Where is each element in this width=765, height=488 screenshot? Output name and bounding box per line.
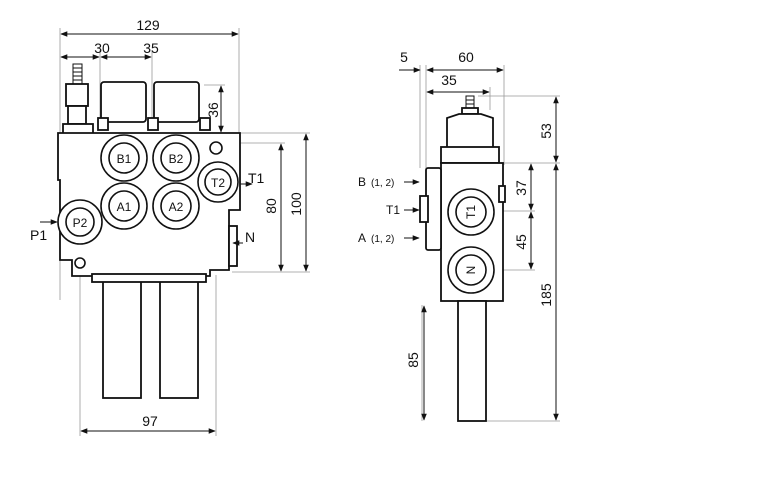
side-left-boss-inner — [419, 195, 429, 223]
side-top-screw — [461, 95, 479, 115]
mounting-hole — [74, 257, 86, 269]
dim-offset-left: 30 — [94, 40, 110, 56]
dim-lever-height: 36 — [205, 102, 221, 118]
svg-text:T1: T1 — [386, 203, 400, 217]
side-dimension-lines — [399, 67, 559, 421]
spool-housings — [91, 273, 207, 399]
dim-side-inner-width: 35 — [441, 72, 457, 88]
dim-side-height-37: 37 — [513, 180, 529, 196]
svg-text:P2: P2 — [73, 216, 88, 230]
mounting-hole — [209, 141, 223, 155]
svg-text:A: A — [358, 231, 366, 245]
svg-text:A2: A2 — [169, 200, 184, 214]
svg-text:B1: B1 — [117, 152, 132, 166]
relief-valve-cartridge — [62, 63, 94, 135]
side-top-plate — [440, 146, 500, 164]
svg-text:(1, 2): (1, 2) — [371, 178, 394, 189]
dim-side-offset: 5 — [400, 49, 408, 65]
dim-side-top-height: 53 — [538, 123, 554, 139]
svg-text:(1, 2): (1, 2) — [371, 234, 394, 245]
front-dimension-lines — [60, 31, 309, 434]
dim-body-height: 100 — [288, 192, 304, 216]
port-b2: B2 — [152, 134, 200, 182]
dim-port-spacing: 35 — [143, 40, 159, 56]
dim-side-handle-length: 85 — [405, 352, 421, 368]
label-t1: T1 — [248, 170, 265, 186]
side-label-a: A (1, 2) — [358, 231, 420, 245]
svg-text:N: N — [464, 266, 478, 275]
side-port-n: N — [447, 246, 495, 294]
port-t2: T2 — [197, 161, 239, 203]
svg-text:T1: T1 — [464, 205, 478, 219]
dim-base-width: 97 — [142, 413, 158, 429]
side-label-b: B (1, 2) — [358, 175, 420, 189]
side-label-t1: T1 — [386, 203, 420, 217]
side-right-boss — [498, 185, 506, 203]
label-n: N — [245, 229, 255, 245]
svg-text:T2: T2 — [211, 176, 225, 190]
port-b1: B1 — [100, 134, 148, 182]
dim-side-height-45: 45 — [513, 234, 529, 250]
dim-side-total-height: 185 — [538, 283, 554, 307]
port-a1: A1 — [100, 182, 148, 230]
label-p1: P1 — [30, 227, 47, 243]
front-view: 129 30 35 36 80 100 97 — [30, 17, 310, 436]
side-view: 5 60 35 53 37 45 185 85 T1 — [358, 49, 560, 422]
side-handle — [457, 300, 487, 422]
svg-text:B: B — [358, 175, 366, 189]
dim-side-width: 60 — [458, 49, 474, 65]
dim-port-height-t: 80 — [263, 198, 279, 214]
port-p2: P2 — [57, 199, 103, 245]
dim-total-width: 129 — [136, 17, 160, 33]
svg-text:A1: A1 — [117, 200, 132, 214]
lever-bosses — [97, 81, 211, 131]
side-inlet-boss — [228, 225, 238, 267]
svg-text:B2: B2 — [169, 152, 184, 166]
port-a2: A2 — [152, 182, 200, 230]
side-port-t1: T1 — [447, 188, 495, 236]
